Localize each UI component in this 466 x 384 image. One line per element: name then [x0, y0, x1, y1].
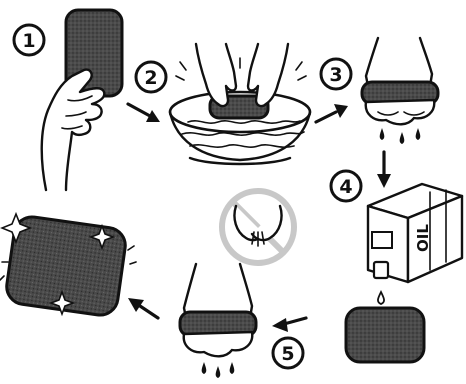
step-5-drop — [230, 362, 235, 374]
step-3-badge: 3 — [321, 59, 351, 89]
step-4-sponge — [346, 308, 424, 362]
arrow-4-to-5 — [272, 318, 306, 332]
arrow-2-to-3 — [316, 104, 348, 122]
oil-label: OIL — [414, 224, 432, 252]
step-2-splash-line — [298, 76, 306, 80]
step-2-splash-line — [180, 62, 186, 70]
step-5-drop — [216, 366, 221, 378]
step-1-hand — [42, 70, 105, 190]
step-2-splash-line — [296, 62, 302, 70]
step-3-water-drop — [380, 128, 385, 140]
oil-drop — [378, 292, 384, 304]
step-4-badge: 4 — [331, 171, 361, 201]
step-2: 2 — [136, 44, 310, 164]
step-2-badge: 2 — [136, 62, 166, 92]
step-5-drop — [202, 362, 207, 374]
arrow-5-to-result — [128, 298, 158, 318]
step-1-badge: 1 — [14, 25, 44, 55]
result-sponge-group — [0, 214, 136, 317]
step-4-number: 4 — [339, 176, 352, 198]
step-1: 1 — [14, 10, 122, 190]
step-2-splash-line — [176, 76, 184, 80]
step-5-badge: 5 — [273, 338, 303, 368]
step-1-number: 1 — [22, 30, 35, 52]
prohibited-sign — [222, 191, 294, 263]
oil-spout — [374, 262, 388, 278]
step-4: 4 OIL — [331, 171, 462, 362]
step-5-hand-bottom — [184, 332, 253, 356]
step-2-number: 2 — [144, 67, 157, 89]
step-3-hand-top — [366, 38, 432, 86]
step-3: 3 — [321, 38, 438, 144]
step-3-water-drop — [416, 128, 421, 140]
step-5-number: 5 — [281, 343, 294, 365]
step-3-water-drop — [400, 132, 405, 144]
step-3-number: 3 — [329, 64, 342, 86]
arrow-3-to-4 — [377, 152, 391, 188]
arrow-1-to-2 — [128, 104, 160, 122]
step-5-hand-top — [184, 264, 252, 318]
